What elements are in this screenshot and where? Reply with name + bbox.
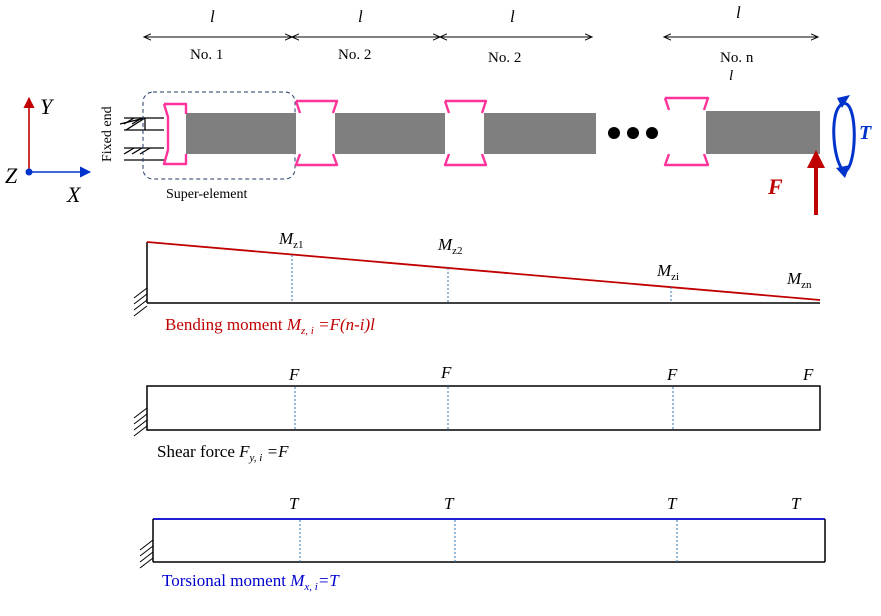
- beam-segment-1: [186, 113, 296, 154]
- bending-moment-line: [146, 241, 821, 301]
- fixed-support-top: [119, 117, 164, 131]
- shear-marker-3: F: [666, 365, 678, 384]
- bending-moment-diagram: [133, 241, 821, 317]
- flexure-connector-n: [663, 96, 710, 167]
- torque-label: T: [859, 122, 872, 144]
- super-element-box: [142, 91, 296, 180]
- length-label-3: l: [510, 7, 515, 26]
- torsional-moment-diagram: [139, 518, 826, 569]
- torsion-marker-3: T: [667, 494, 678, 513]
- z-axis-dot: [25, 168, 33, 176]
- y-axis-label: Y: [40, 94, 55, 119]
- flexure-connector-2: [443, 99, 488, 167]
- ellipsis-dot-1: [608, 127, 620, 139]
- x-axis-label: X: [66, 182, 82, 207]
- shear-force-box: [146, 385, 821, 431]
- fixed-support-bottom: [123, 147, 164, 161]
- super-element-label: Super-element: [166, 187, 247, 202]
- segment-label-n: No. n: [720, 50, 754, 66]
- ellipsis-dot-2: [627, 127, 639, 139]
- shear-marker-4: F: [802, 365, 814, 384]
- shear-caption: Shear force Fy, i =F: [157, 442, 289, 464]
- bending-marker-2: Mz2: [437, 235, 463, 257]
- length-label-1: l: [210, 7, 215, 26]
- segment-label-3: No. 2: [488, 50, 521, 66]
- flexure-connector-0: [162, 102, 188, 166]
- force-arrow: [807, 150, 825, 215]
- bending-caption: Bending moment Mz, i =F(n-i)l: [165, 315, 375, 337]
- beam-segment-3: [484, 113, 596, 154]
- beam-segment-2: [335, 113, 445, 154]
- flexure-connectors: [162, 96, 710, 167]
- z-axis-label: Z: [5, 163, 18, 188]
- shear-marker-2: F: [440, 363, 452, 382]
- length-label-n: l: [736, 3, 741, 22]
- torque-arrow: [832, 95, 856, 178]
- flexure-connector-1: [294, 99, 339, 167]
- beam-segments: [186, 111, 820, 154]
- fixed-end-label: Fixed end: [100, 106, 115, 162]
- coordinate-axes: [23, 96, 92, 178]
- torsion-marker-4: T: [791, 494, 802, 513]
- segment-label-1: No. 1: [190, 47, 223, 63]
- length-label-2: l: [358, 7, 363, 26]
- segment-label-2: No. 2: [338, 47, 371, 63]
- shear-marker-1: F: [288, 365, 300, 384]
- shear-force-diagram: [133, 385, 821, 437]
- extra-length-label: l: [729, 68, 733, 84]
- bending-marker-n: Mzn: [786, 269, 812, 291]
- torsion-caption: Torsional moment Mx, i=T: [162, 571, 340, 593]
- beam-segment-n: [706, 111, 820, 154]
- bending-marker-3: Mzi: [656, 261, 679, 283]
- ellipsis-dot-3: [646, 127, 658, 139]
- torsion-marker-1: T: [289, 494, 300, 513]
- force-label: F: [767, 174, 783, 199]
- ellipsis-dots: [608, 127, 658, 139]
- torsion-marker-2: T: [444, 494, 455, 513]
- bending-marker-1: Mz1: [278, 229, 304, 251]
